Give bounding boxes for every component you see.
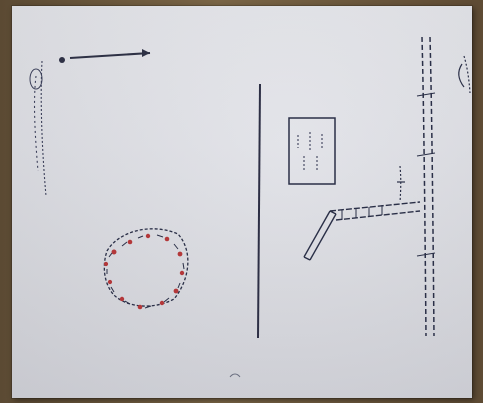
top-left-arrow xyxy=(59,49,150,63)
main-horizontal-line xyxy=(258,84,260,338)
small-vertical-note xyxy=(397,166,405,202)
diagonal-bar xyxy=(304,211,336,260)
top-right-note xyxy=(459,56,470,93)
small-tick-marks xyxy=(107,235,184,308)
dotted-circle-diagram xyxy=(104,229,188,310)
left-side-notes xyxy=(30,61,46,196)
horizontal-beam-to-wall xyxy=(330,202,420,220)
sketch-canvas xyxy=(12,6,472,398)
vertical-wall xyxy=(417,37,435,336)
red-circle-marks xyxy=(104,234,184,310)
paper-sheet xyxy=(12,6,472,398)
boxed-label-rectangle xyxy=(289,118,335,184)
bottom-small-mark xyxy=(230,374,240,377)
